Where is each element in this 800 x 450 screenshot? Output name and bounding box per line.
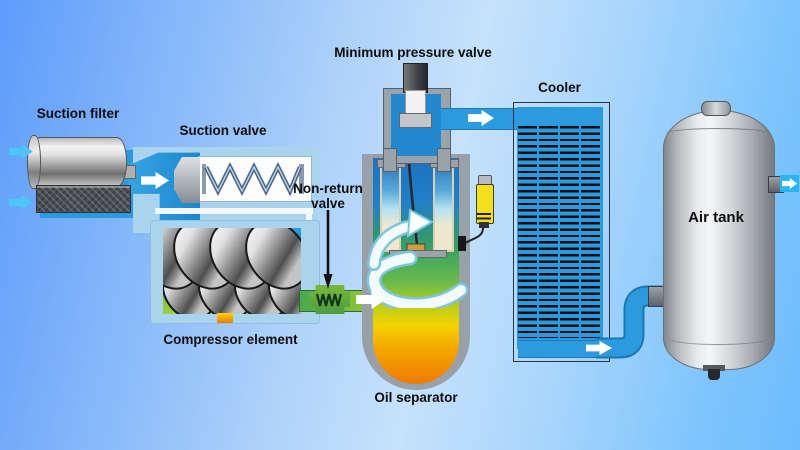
non-return-valve-spring (316, 293, 343, 307)
label-minimum-pressure-valve: Minimum pressure valve (334, 45, 492, 60)
cooler-coil-3 (560, 126, 579, 338)
label-suction-valve: Suction valve (179, 123, 267, 138)
suction-valve-poppet (174, 157, 200, 203)
label-oil-separator: Oil separator (374, 390, 458, 405)
sensor-bands (477, 213, 491, 222)
cooler-coil-2 (539, 126, 558, 338)
tank-drain-plug (708, 369, 720, 380)
suction-valve-spring (202, 161, 304, 197)
mpv-leg-left (383, 148, 397, 172)
tank-bottom-seam (668, 332, 768, 345)
cooler-coil-4 (581, 126, 600, 338)
label-air-tank: Air tank (688, 209, 744, 226)
separator-plate (389, 250, 447, 258)
tank-top-cap (701, 101, 731, 116)
non-return-pointer-arrow (323, 210, 333, 289)
cooler-outlet-pipe (518, 340, 614, 358)
filter-canister-rim (27, 135, 41, 189)
cooler-frame (513, 102, 610, 362)
sensor-wall-fitting (458, 236, 466, 251)
suction-filter-canister (30, 137, 127, 187)
tank-drain-flange (703, 365, 725, 371)
sensor-wire (463, 227, 484, 245)
cooler-to-tank-elbow (596, 285, 666, 359)
mpv-piston-flange (399, 113, 432, 128)
mpv-piston-cap (403, 63, 428, 93)
air-tank-body (663, 110, 775, 370)
bypass-pipe-core-h (155, 208, 313, 214)
intake-arrow-bottom-icon (9, 195, 33, 210)
swirl-flow-arrow (366, 208, 469, 308)
label-compressor-element: Compressor element (163, 332, 298, 347)
label-suction-filter: Suction filter (36, 106, 120, 121)
mpv-leg-right (437, 148, 451, 172)
oil-injection-port (217, 313, 233, 323)
sensor-tip (479, 222, 489, 228)
tank-outlet-arrow-icon (782, 178, 797, 189)
label-cooler: Cooler (538, 80, 581, 95)
compressor-screw-rotors (163, 228, 301, 314)
label-non-return-valve: Non-return valve (293, 181, 363, 211)
filter-media-element (36, 185, 131, 213)
tank-top-seam (666, 128, 770, 139)
cooler-coil-1 (518, 126, 537, 338)
filter-base-slab (40, 209, 134, 218)
